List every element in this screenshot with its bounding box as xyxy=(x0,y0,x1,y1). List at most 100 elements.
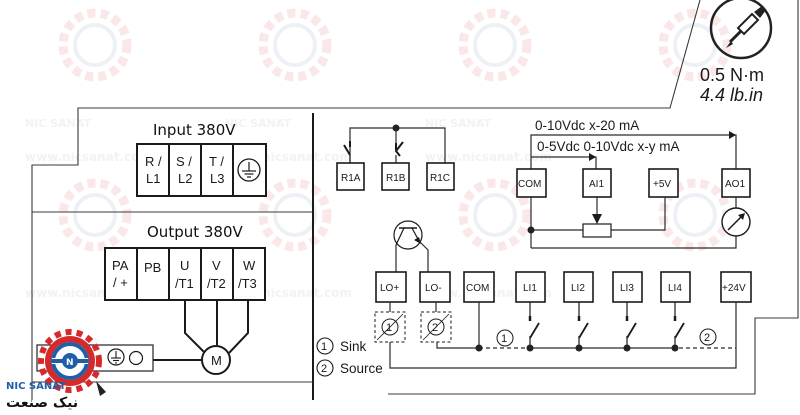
terminal-plus-5v: +5V xyxy=(648,168,679,198)
terminal-label: /T3 xyxy=(238,276,257,291)
ammeter-icon xyxy=(721,207,751,237)
nic-sanat-logo: N NIC SANAT نیک صنعت xyxy=(6,329,106,411)
terminal-label: U xyxy=(180,258,189,273)
ground-screw xyxy=(128,350,144,366)
terminal-li1: LI1 xyxy=(515,271,546,303)
watermark-tile: NIC SANAT www.nicsanat.com xyxy=(225,8,352,164)
logo-text-en: NIC SANAT xyxy=(6,381,66,392)
watermark-url: www.nicsanat.com xyxy=(425,150,552,164)
terminal-label: AO1 xyxy=(725,179,745,190)
relay-section: R1A R1B R1C xyxy=(336,124,455,191)
legend-number: 2 xyxy=(321,363,327,375)
terminal-pa: PA / + xyxy=(112,258,129,290)
ground-icon xyxy=(237,158,261,182)
terminal-label: L1 xyxy=(146,171,160,186)
terminal-label: / + xyxy=(113,275,128,290)
terminal-label: LO+ xyxy=(380,283,399,294)
input-terminal-block: R / L1 S / L2 T / L3 xyxy=(136,143,267,197)
terminal-li4: LI4 xyxy=(660,271,691,303)
terminal-li3: LI3 xyxy=(612,271,643,303)
logo-text-fa: نیک صنعت xyxy=(6,395,78,411)
input-switch-li1 xyxy=(526,302,540,352)
motor-wiring: M xyxy=(142,300,249,375)
terminal-w-t3: W /T3 xyxy=(238,258,257,291)
source-option-box: 2 xyxy=(420,311,452,343)
terminal-label: /T2 xyxy=(207,276,226,291)
terminal-label: R1B xyxy=(386,173,406,184)
terminal-r-l1: R / L1 xyxy=(145,154,162,186)
source-marker: 2 xyxy=(699,328,717,346)
legend-sink: 1 Sink xyxy=(316,337,367,355)
terminal-label: LI1 xyxy=(523,283,537,294)
terminal-label: AI1 xyxy=(589,179,604,190)
terminal-label: S / xyxy=(176,154,192,169)
analog-section: 0-10Vdc x-20 mA 0-5Vdc 0-10Vdc x-y mA CO… xyxy=(516,118,751,249)
sink-marker: 1 xyxy=(496,329,514,347)
legend-source: 2 Source xyxy=(316,359,383,377)
input-title: Input 380V xyxy=(153,121,236,139)
terminal-t-l3: T / L3 xyxy=(209,154,224,186)
terminal-label: PB xyxy=(144,260,161,275)
terminal-ai1: AI1 xyxy=(582,168,612,198)
device-outline-right xyxy=(388,0,799,395)
terminal-plus-24v: +24V xyxy=(720,271,752,303)
option-number: 2 xyxy=(704,332,710,344)
terminal-label: LI2 xyxy=(571,283,585,294)
terminal-ao1: AO1 xyxy=(721,168,751,198)
screwdriver-icon xyxy=(709,0,773,60)
torque-imperial: 4.4 lb.in xyxy=(700,85,763,105)
terminal-com-logic: COM xyxy=(463,271,495,303)
terminal-lo-minus: LO- xyxy=(419,271,451,303)
transistor-icon xyxy=(393,220,423,250)
terminal-label: PA xyxy=(112,258,129,273)
watermark-tile: NIC SANAT www.nicsanat.com xyxy=(425,8,552,164)
input-switch-li3 xyxy=(623,302,637,352)
terminal-label: LI3 xyxy=(620,283,634,294)
torque-spec: 0.5 N·m 4.4 lb.in xyxy=(700,0,773,105)
legend-label: Source xyxy=(340,361,383,376)
terminal-li2: LI2 xyxy=(563,271,594,303)
output-terminal-block: PA / + PB U /T1 V /T2 W /T3 xyxy=(104,247,266,301)
terminal-label: R / xyxy=(145,154,162,169)
terminal-label: COM xyxy=(518,179,541,190)
terminal-label: R1A xyxy=(341,173,361,184)
terminal-label: T / xyxy=(209,154,224,169)
terminal-label: +5V xyxy=(653,179,671,190)
terminal-label: L2 xyxy=(178,171,192,186)
terminal-com-analog: COM xyxy=(516,168,547,198)
watermark-url: www.nicsanat.com xyxy=(25,150,152,164)
logic-section: LO+ LO- COM LI1 LI2 LI3 LI4 +24V xyxy=(316,220,752,377)
terminal-label: W xyxy=(243,258,256,273)
terminal-label: R1C xyxy=(430,173,450,184)
watermark-brand: NIC SANAT xyxy=(225,117,292,130)
terminal-r1a: R1A xyxy=(336,162,365,191)
terminal-pb: PB xyxy=(144,260,161,275)
ground-icon xyxy=(107,348,125,366)
terminal-label: /T1 xyxy=(175,276,194,291)
motor-label: M xyxy=(211,353,222,368)
legend-label: Sink xyxy=(340,339,367,354)
terminal-label: +24V xyxy=(722,283,746,294)
option-number: 1 xyxy=(501,333,507,345)
relay-contact-no xyxy=(343,141,351,163)
terminal-s-l2: S / L2 xyxy=(176,154,192,186)
watermark-brand: NIC SANAT xyxy=(425,117,492,130)
terminal-label: COM xyxy=(466,283,489,294)
terminal-label: LI4 xyxy=(668,283,682,294)
legend-number: 1 xyxy=(321,341,327,353)
output-title: Output 380V xyxy=(147,223,244,241)
torque-metric: 0.5 N·m xyxy=(700,65,764,85)
watermark-brand: NIC SANAT xyxy=(25,117,92,130)
terminal-label: L3 xyxy=(210,171,224,186)
svg-text:N: N xyxy=(66,358,74,368)
relay-contact-nc xyxy=(394,141,404,163)
watermark-tile: NIC SANAT www.nicsanat.com xyxy=(25,8,152,164)
input-switch-li2 xyxy=(575,302,589,352)
terminal-r1c: R1C xyxy=(426,162,455,191)
sink-option-box: 1 xyxy=(374,311,406,343)
terminal-label: LO- xyxy=(425,283,442,294)
input-switch-li4 xyxy=(671,302,685,352)
terminal-label: V xyxy=(212,258,221,273)
potentiometer-icon xyxy=(582,197,612,238)
